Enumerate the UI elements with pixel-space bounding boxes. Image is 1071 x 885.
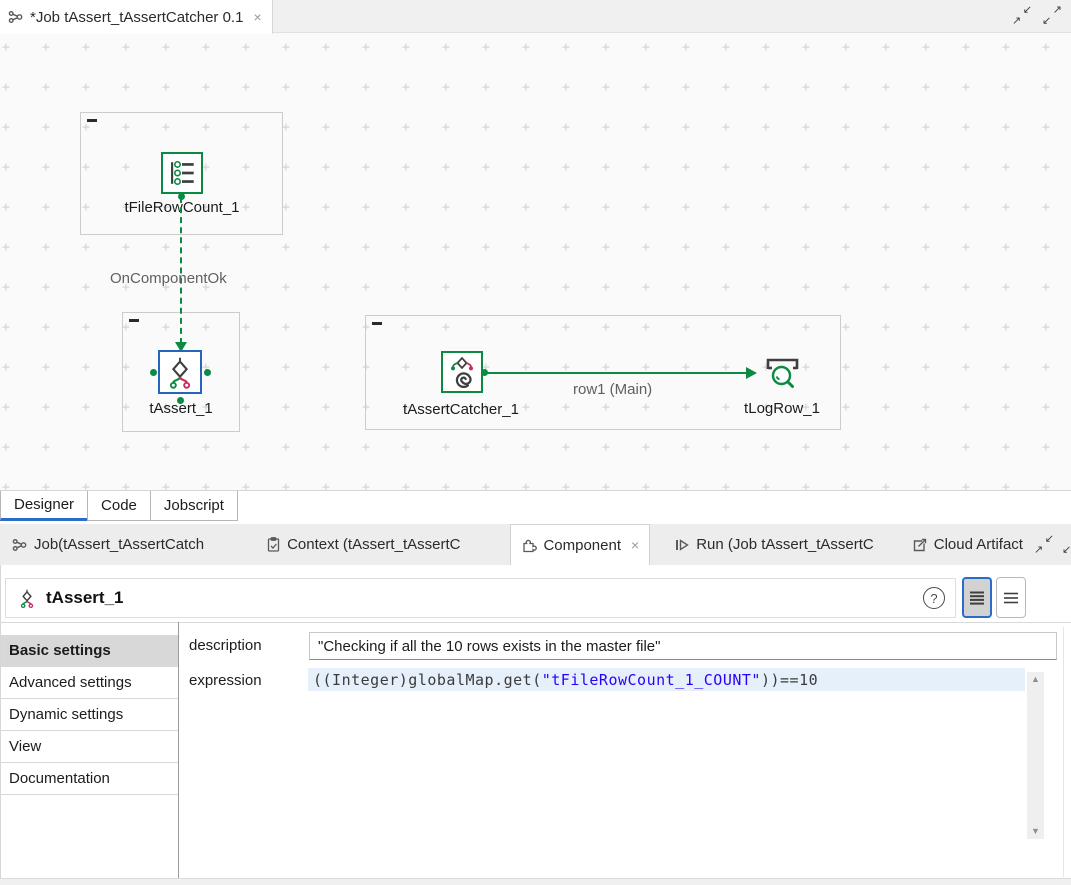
maximize-icon[interactable]: ↗↙ — [1042, 4, 1062, 27]
editor-tabbar: *Job tAssert_tAssertCatcher 0.1 × ↙↗ ↗↙ — [0, 0, 1071, 34]
view-tab-run[interactable]: Run (Job tAssert_tAssertC — [664, 524, 884, 565]
design-canvas[interactable]: tFileRowCount_1 OnComponentOk tAssert_1 — [0, 33, 1071, 490]
node-anchor-bottom[interactable] — [177, 397, 184, 404]
file-row-count-icon — [171, 160, 194, 186]
sidebar-item-advanced-settings[interactable]: Advanced settings — [1, 667, 178, 699]
settings-nav: Basic settings Advanced settings Dynamic… — [1, 635, 178, 795]
maximize-icon[interactable]: ↗↙ — [1061, 543, 1071, 556]
component-title: tAssert_1 — [46, 588, 124, 607]
row-link-line[interactable] — [487, 372, 746, 374]
description-label: description — [189, 637, 262, 654]
list-view-sparse-button[interactable] — [996, 577, 1026, 618]
node-label[interactable]: tAssertCatcher_1 — [403, 401, 519, 418]
expression-scrollbar[interactable]: ▲ ▼ — [1027, 672, 1044, 839]
tab-designer[interactable]: Designer — [0, 491, 89, 521]
expression-label: expression — [189, 672, 262, 689]
context-icon — [267, 536, 280, 552]
node-tassert[interactable] — [158, 350, 202, 394]
collapse-subjob-handle[interactable] — [129, 319, 139, 322]
expression-editor[interactable]: ((Integer)globalMap.get("tFileRowCount_1… — [308, 668, 1025, 840]
trigger-link-arrowhead — [175, 342, 187, 352]
tab-code[interactable]: Code — [87, 491, 151, 521]
restore-icon[interactable]: ↙↗ — [1033, 532, 1054, 556]
log-row-icon — [766, 358, 799, 388]
window-bottom-strip — [0, 878, 1071, 885]
close-icon[interactable]: × — [253, 9, 262, 25]
job-icon — [8, 11, 23, 23]
restore-icon[interactable]: ↙↗ — [1012, 4, 1032, 27]
view-tab-context[interactable]: Context (tAssert_tAssertC — [256, 524, 470, 565]
panel-divider — [1, 622, 1071, 623]
description-input[interactable] — [309, 632, 1057, 660]
assert-icon — [169, 357, 191, 389]
close-icon[interactable]: × — [631, 537, 640, 553]
panel-edge — [1063, 627, 1064, 877]
editor-tab-job[interactable]: *Job tAssert_tAssertCatcher 0.1 × — [0, 0, 273, 34]
scroll-down-icon[interactable]: ▼ — [1031, 826, 1040, 836]
run-icon — [676, 538, 689, 551]
view-tab-component[interactable]: Component × — [510, 524, 651, 565]
node-label[interactable]: tLogRow_1 — [744, 400, 820, 417]
node-label[interactable]: tFileRowCount_1 — [124, 199, 240, 216]
editor-tab-title: *Job tAssert_tAssertCatcher 0.1 — [30, 8, 244, 26]
sidebar-item-basic-settings[interactable]: Basic settings — [1, 635, 178, 667]
list-view-dense-button[interactable] — [962, 577, 992, 618]
row-link-arrowhead — [746, 367, 757, 379]
assert-icon — [20, 589, 34, 609]
collapse-subjob-handle[interactable] — [372, 322, 382, 325]
component-header: tAssert_1 ? — [5, 578, 956, 618]
expression-code-line[interactable]: ((Integer)globalMap.get("tFileRowCount_1… — [308, 668, 1025, 691]
list-view-dense-icon — [970, 591, 984, 605]
node-anchor-right[interactable] — [204, 369, 211, 376]
node-anchor-left[interactable] — [150, 369, 157, 376]
node-tlogrow[interactable] — [760, 350, 804, 394]
node-label[interactable]: tAssert_1 — [149, 400, 213, 417]
link-start-dot — [178, 193, 185, 200]
list-view-sparse-icon — [1004, 592, 1018, 603]
row-link-label[interactable]: row1 (Main) — [573, 381, 653, 398]
view-tab-cloud-artifact[interactable]: Cloud Artifact — [902, 524, 1033, 565]
subjob-rect-tassertcatcher[interactable] — [365, 315, 841, 430]
component-settings-panel: tAssert_1 ? Basic — [0, 565, 1071, 878]
perspective-tabbar: Designer Code Jobscript — [0, 490, 1071, 524]
sidebar-item-documentation[interactable]: Documentation — [1, 763, 178, 795]
cloud-artifact-icon — [913, 538, 926, 551]
help-icon[interactable]: ? — [923, 587, 945, 609]
link-start-dot — [481, 369, 488, 376]
sidebar-item-dynamic-settings[interactable]: Dynamic settings — [1, 699, 178, 731]
component-icon — [523, 539, 538, 553]
job-icon — [12, 538, 27, 551]
assert-catcher-icon — [451, 356, 473, 389]
sidebar-divider — [178, 622, 179, 878]
tab-jobscript[interactable]: Jobscript — [149, 491, 238, 521]
sidebar-item-view[interactable]: View — [1, 731, 178, 763]
view-tabbar: Job(tAssert_tAssertCatch Context (tAsser… — [0, 524, 1071, 565]
node-tfilerowcount[interactable] — [161, 152, 203, 194]
collapse-subjob-handle[interactable] — [87, 119, 97, 122]
scroll-up-icon[interactable]: ▲ — [1031, 674, 1040, 684]
trigger-link-line[interactable] — [180, 197, 182, 344]
node-tassertcatcher[interactable] — [441, 351, 483, 393]
trigger-link-label[interactable]: OnComponentOk — [110, 270, 227, 287]
view-tab-job[interactable]: Job(tAssert_tAssertCatch — [2, 524, 214, 565]
